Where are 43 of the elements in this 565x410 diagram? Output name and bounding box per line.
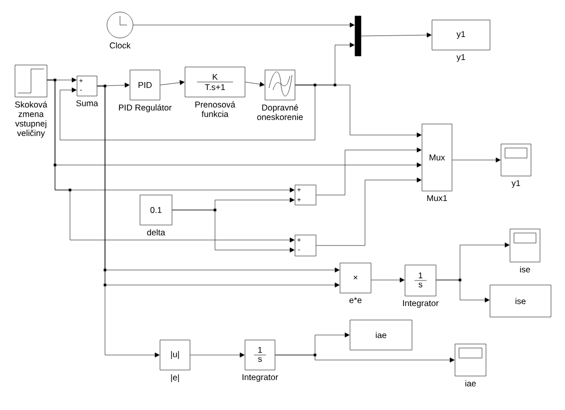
abs-block: |u|	[160, 340, 190, 370]
block-label: Suma	[76, 100, 98, 106]
integrator-block: 1 s	[244, 340, 276, 370]
signal-line	[133, 22, 355, 28]
block-label: Mux1	[427, 195, 447, 202]
signal-line	[316, 178, 422, 246]
block-label: y1	[456, 54, 466, 62]
display-block: iae	[350, 320, 412, 350]
pid-block: PID	[130, 70, 160, 100]
block-label: |e|	[171, 374, 179, 382]
display-block: ise	[490, 284, 552, 318]
signal-line	[275, 354, 455, 362]
signal-line	[47, 80, 295, 242]
block-label: ise	[520, 266, 530, 272]
signal-line	[316, 148, 422, 196]
signal-line	[452, 158, 501, 162]
signal-line	[190, 352, 245, 358]
integrator-block: 1 s	[404, 264, 436, 296]
block-label: iae	[465, 380, 476, 386]
signal-line	[361, 32, 432, 38]
signal-line	[295, 84, 422, 138]
signal-line	[172, 210, 295, 252]
block-label: PID Regulátor	[119, 104, 172, 112]
signal-line	[245, 82, 265, 87]
signal-line	[97, 86, 160, 358]
block-label: e*e	[349, 297, 362, 304]
block-label: delta	[147, 229, 166, 236]
block-label: Prenosová funkcia	[195, 101, 236, 118]
block-label: Clock	[110, 42, 131, 48]
transfer-function-block: K T.s+1	[184, 66, 246, 98]
block-label: Integrator	[242, 374, 278, 382]
signal-line	[160, 80, 185, 86]
constant-block: 0.1	[140, 194, 172, 226]
signal-line	[436, 280, 490, 302]
block-label: Integrator	[403, 300, 439, 308]
block-label: y1	[512, 180, 520, 188]
block-label: Skoková zmena vstupnej veličiny	[15, 101, 48, 138]
signal-line	[60, 84, 316, 140]
display-block: y1	[432, 20, 490, 50]
mux-block: Mux	[422, 124, 452, 192]
product-block: ×	[340, 262, 372, 294]
signal-line	[371, 278, 405, 282]
block-label: Dopravné oneskorenie	[257, 104, 303, 120]
